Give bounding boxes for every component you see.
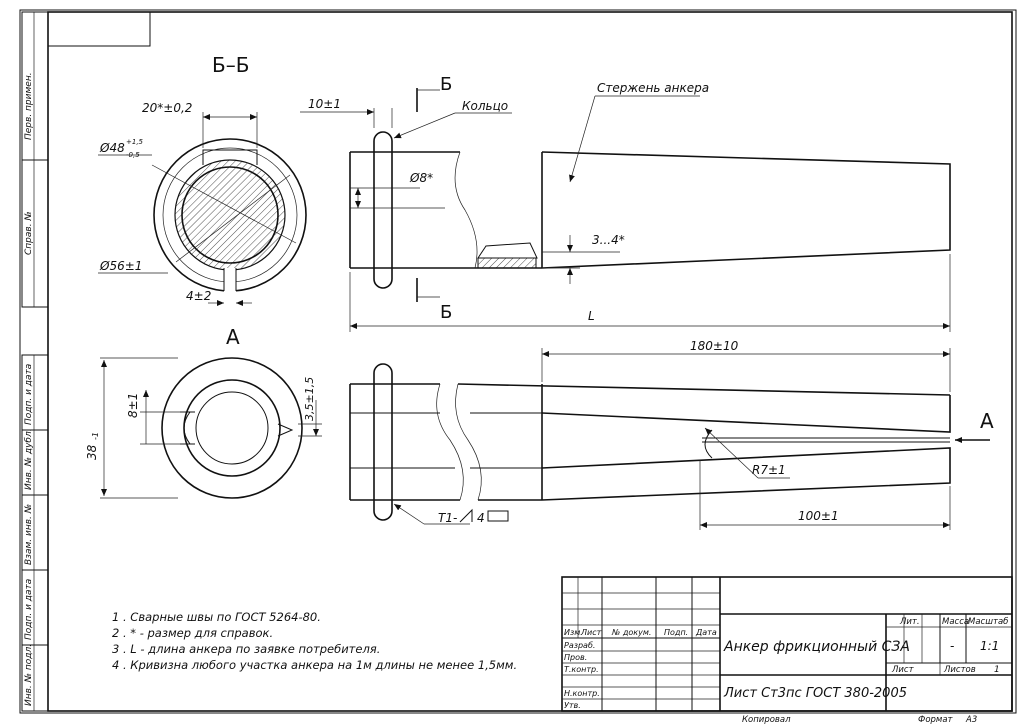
dim-outer-dia: Ø48 (99, 141, 125, 155)
dim-inner-dia: Ø8* (409, 171, 433, 185)
tb-mass-value: - (950, 639, 954, 653)
cut-mark-top: Б (440, 74, 452, 95)
front-view: Б Б Кольцо Стержень анкера 10±1 Ø8* 3...… (300, 74, 951, 332)
tb-sheet: Лист (891, 665, 915, 675)
note-2: 2 . * - размер для справок. (112, 626, 273, 640)
note-1: 1 . Сварные швы по ГОСТ 5264-80. (112, 610, 321, 624)
tb-row-checked: Пров. (564, 653, 587, 662)
corner-stamp-box (47, 11, 151, 47)
tb-scale: Масштаб (968, 617, 1008, 627)
tb-col-date: Дата (695, 628, 717, 637)
tb-sheets-value: 1 (994, 665, 1000, 675)
section-b-view: Б–Б 20*±0,2 Ø48 +1,5 -0,5 Ø56±1 4±2 (98, 53, 307, 306)
dim-height-sub: -1 (91, 432, 100, 440)
callout-ring: Кольцо (462, 99, 508, 113)
side-label-replace-inv: Взам. инв. № (24, 504, 34, 565)
outer-frame (19, 9, 1017, 714)
callout-rod: Стержень анкера (597, 81, 709, 95)
tb-col-sheet: Лист (580, 628, 602, 637)
tb-sheets: Листов (943, 665, 976, 675)
note-4: 4 . Кривизна любого участка анкера на 1м… (112, 658, 517, 672)
tb-row-developed: Разраб. (564, 641, 595, 650)
dim-gap-width: 20*±0,2 (142, 101, 192, 115)
dim-slot: 4±2 (186, 289, 211, 303)
cut-mark-bottom: Б (440, 302, 452, 323)
dim-radius: R7±1 (752, 463, 786, 477)
tb-row-ncontrol: Н.контр. (564, 689, 600, 698)
title-block: Изм. Лист № докум. Подп. Дата Разраб. Пр… (561, 576, 1013, 725)
side-label-first-use: Перв. примен. (24, 72, 34, 140)
tb-col-doc: № докум. (611, 628, 651, 637)
view-arrow-a: А (980, 409, 994, 433)
callout-weld: T1- (438, 511, 457, 525)
side-label-ref-no: Справ. № (24, 211, 34, 255)
dim-lip: 8±1 (126, 393, 140, 418)
dim-outer-tol-up: +1,5 (126, 138, 144, 146)
tb-format-value: А3 (965, 715, 977, 725)
inner-frame (47, 11, 1013, 712)
tb-material: Лист Ст3пс ГОСТ 380-2005 (723, 686, 907, 701)
side-label-sign-date: Подп. и дата (24, 364, 34, 425)
note-3: 3 . L - длина анкера по заявке потребите… (112, 642, 380, 656)
tb-format: Формат (918, 715, 954, 725)
side-label-orig-inv: Инв. № подл. (24, 644, 34, 706)
view-a: А 38 -1 8±1 3,5±1,5 (85, 325, 322, 499)
tb-part-name: Анкер фрикционный СЗА (723, 639, 910, 655)
tb-lit: Лит. (899, 617, 920, 627)
top-view: А 180±10 R7±1 100±1 T1- 4 (349, 339, 994, 530)
tb-mass: Масса (942, 617, 969, 627)
technical-notes: 1 . Сварные швы по ГОСТ 5264-80. 2 . * -… (112, 610, 517, 672)
tb-copied: Копировал (742, 715, 791, 725)
view-a-title: А (226, 325, 240, 349)
dim-lip2: 3,5±1,5 (303, 377, 316, 421)
dim-ring-offset: 10±1 (308, 97, 341, 111)
dim-slot-len: 100±1 (798, 509, 839, 523)
dim-ring-dia: Ø56±1 (99, 259, 142, 273)
side-label-dup-inv: Инв. № дубл. (24, 428, 34, 490)
side-strip: Перв. примен. Справ. № Подп. и дата Инв.… (21, 11, 49, 712)
tb-scale-value: 1:1 (980, 639, 999, 653)
tb-col-sign: Подп. (664, 628, 688, 637)
dim-taper-len: 180±10 (690, 339, 739, 353)
dim-length: L (588, 309, 595, 323)
dim-height: 38 (85, 444, 99, 460)
tb-col-change: Изм. (564, 628, 583, 637)
tb-row-tcontrol: Т.контр. (564, 665, 599, 674)
tb-row-approved: Утв. (564, 701, 581, 710)
section-b-title: Б–Б (212, 53, 249, 77)
dim-weld-size: 3...4* (592, 233, 625, 247)
side-label-sign-date-2: Подп. и дата (24, 579, 34, 640)
callout-weld-leg: 4 (477, 511, 485, 525)
